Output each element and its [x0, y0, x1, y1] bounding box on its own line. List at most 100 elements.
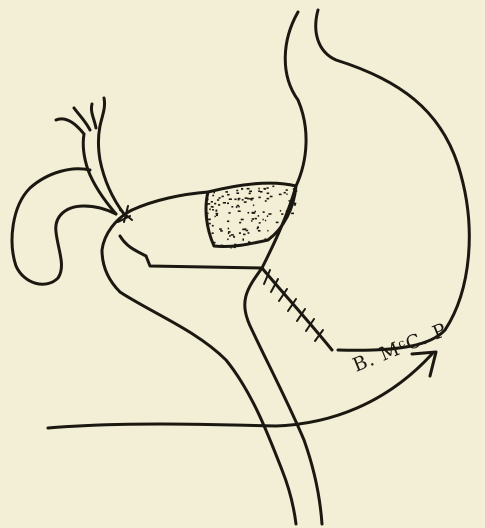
stipple-dot: [252, 218, 254, 220]
jejunal-loop-right: [245, 268, 322, 524]
stipple-dot: [251, 198, 254, 200]
stipple-dot: [267, 230, 268, 232]
stomach-lesser-curvature: [262, 12, 306, 268]
stipple-dot: [227, 194, 230, 196]
stipple-dot: [265, 220, 266, 222]
stipple-dot: [214, 203, 216, 205]
stipple-dot: [263, 219, 264, 221]
stipple-dot: [220, 230, 223, 232]
stipple-dot: [214, 192, 216, 194]
stipple-dot: [228, 233, 230, 235]
stipple-dot: [293, 188, 295, 190]
stipple-dot: [216, 215, 218, 217]
stipple-dot: [215, 210, 217, 212]
stipple-dot: [289, 200, 290, 202]
stomach-greater-curvature: [316, 10, 470, 350]
stipple-dot: [258, 215, 260, 217]
stipple-dot: [279, 230, 281, 232]
stipple-dot: [248, 241, 250, 243]
stipple-dot: [219, 197, 221, 199]
stipple-dot: [248, 212, 250, 214]
stipple-dot: [231, 234, 234, 236]
stipple-dot: [228, 231, 231, 233]
stipple-dot: [234, 247, 236, 249]
stipple-dot: [255, 218, 257, 220]
stipple-dot: [266, 183, 267, 185]
stipple-dot: [236, 186, 238, 188]
stipple-dot: [209, 209, 211, 211]
stipple-dot: [239, 232, 241, 234]
stipple-dot: [229, 235, 231, 237]
stipple-dot: [276, 222, 279, 224]
stipple-dot: [267, 215, 268, 217]
stomach-cut-edge: [146, 256, 262, 268]
stipple-dot: [209, 223, 211, 225]
stipple-dot: [229, 198, 232, 200]
stipple-dot: [241, 188, 243, 190]
stipple-dot: [258, 230, 261, 232]
stipple-dot: [259, 222, 261, 224]
signature-label: B. MᶜC. P: [350, 319, 451, 377]
stipple-dot: [222, 196, 224, 198]
stipple-dot: [291, 198, 294, 200]
stipple-dot: [286, 210, 288, 212]
stipple-dot: [231, 206, 233, 208]
stipple-dot: [279, 194, 282, 196]
gallbladder: [12, 169, 116, 284]
stipple-dot: [247, 188, 250, 190]
stipple-dot: [217, 199, 219, 201]
stipple-dot: [209, 219, 211, 221]
stipple-dot: [270, 196, 273, 198]
stipple-dot: [257, 226, 259, 228]
stipple-dot: [234, 199, 236, 201]
stipple-dot: [238, 199, 240, 201]
stipple-dot: [211, 206, 213, 208]
stipple-dot: [242, 184, 244, 186]
stipple-dot: [264, 238, 266, 240]
stipple-dot: [238, 210, 241, 212]
stipple-dot: [255, 211, 256, 213]
stipple-dot: [286, 193, 287, 195]
stipple-dot: [258, 197, 260, 199]
jejunal-loop-left: [120, 292, 296, 524]
stipple-dot: [243, 234, 246, 236]
stipple-dot: [227, 239, 229, 241]
stipple-dot: [251, 199, 253, 201]
stipple-dot: [293, 203, 296, 205]
stipple-dot: [295, 190, 297, 192]
stipple-dot: [271, 236, 274, 238]
stipple-dot: [294, 195, 296, 197]
stipple-dot: [236, 192, 239, 194]
stipple-dot: [233, 236, 235, 238]
stipple-dot: [258, 190, 260, 192]
stipple-dot: [207, 199, 208, 201]
stipple-dot: [237, 205, 239, 207]
stipple-dot: [260, 191, 263, 193]
stipple-dot: [267, 187, 269, 189]
stipple-dot: [249, 193, 251, 195]
stipple-dot: [236, 206, 238, 208]
stipple-dot: [213, 242, 214, 244]
stipple-dot: [212, 232, 214, 234]
stipple-dot: [267, 198, 270, 200]
stipple-dot: [294, 204, 296, 206]
stipple-dot: [212, 195, 214, 197]
stipple-dot: [272, 186, 274, 188]
stipple-dot: [243, 239, 244, 241]
stipple-dot: [267, 193, 270, 195]
stipple-dot: [281, 213, 283, 215]
stipple-dot: [234, 244, 236, 246]
stipple-dot: [212, 225, 214, 227]
stipple-dot: [228, 228, 230, 230]
stipple-dot: [242, 229, 245, 231]
stipple-dot: [241, 245, 244, 247]
stipple-dot: [244, 201, 247, 203]
stipple-dot: [239, 222, 241, 224]
stipple-dot: [249, 191, 252, 193]
stipple-dot: [231, 247, 232, 249]
stipple-dot: [206, 224, 207, 226]
stipple-dot: [284, 192, 286, 194]
stipple-dot: [268, 213, 271, 215]
stipple-dot: [227, 203, 229, 205]
